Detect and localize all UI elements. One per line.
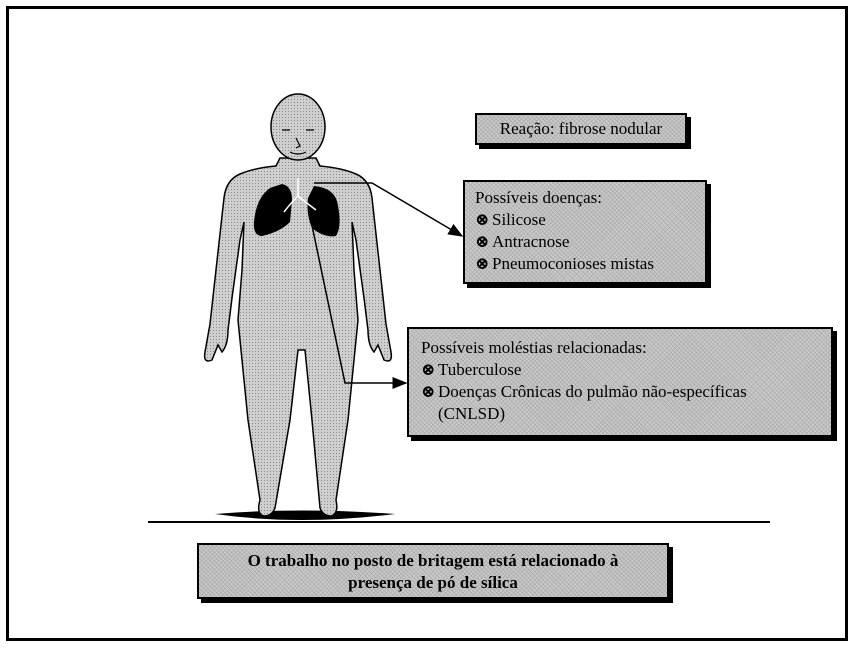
list-item-continuation: (CNLSD) xyxy=(421,403,831,425)
footer-box: O trabalho no posto de britagem está rel… xyxy=(197,543,669,599)
list-item: Tuberculose xyxy=(421,359,831,381)
list-item: Antracnose xyxy=(475,231,705,253)
circled-times-icon xyxy=(475,231,489,253)
related-title: Possíveis moléstias relacionadas: xyxy=(421,337,831,359)
related-box: Possíveis moléstias relacionadas: Tuberc… xyxy=(407,327,833,437)
footer-line-2: presença de pó de sílica xyxy=(199,572,667,594)
circled-times-icon xyxy=(421,359,435,381)
human-body-icon xyxy=(205,94,392,516)
reaction-box: Reação: fibrose nodular xyxy=(475,113,687,145)
ground-line xyxy=(148,511,770,523)
list-item: Silicose xyxy=(475,209,705,231)
list-item: Doenças Crônicas do pulmão não-específic… xyxy=(421,381,831,403)
circled-times-icon xyxy=(421,381,435,403)
circled-times-icon xyxy=(475,209,489,231)
diseases-box: Possíveis doenças: Silicose Antracnose P… xyxy=(463,180,707,284)
footer-line-1: O trabalho no posto de britagem está rel… xyxy=(199,550,667,572)
diseases-title: Possíveis doenças: xyxy=(475,187,705,209)
list-item: Pneumoconioses mistas xyxy=(475,253,705,275)
circled-times-icon xyxy=(475,253,489,275)
reaction-text: Reação: fibrose nodular xyxy=(500,119,662,138)
